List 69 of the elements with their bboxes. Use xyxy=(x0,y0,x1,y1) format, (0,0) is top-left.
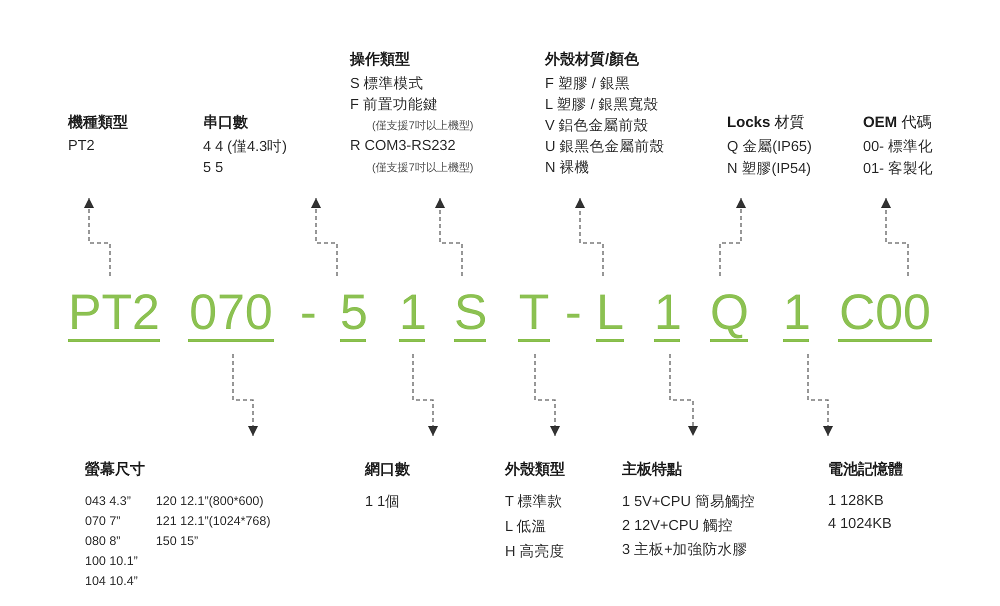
separator-dash: - xyxy=(300,283,317,342)
option-text: V 鋁色金屬前殼 xyxy=(545,117,649,135)
code-segment: L xyxy=(596,282,624,342)
group-heading: 電池記憶體 xyxy=(828,460,903,480)
option-text: L 低溫 xyxy=(505,518,547,536)
option-text: F 塑膠 / 銀黑 xyxy=(545,74,630,93)
group-heading: 外殼材質/顏色 xyxy=(545,50,640,70)
group-heading: 螢幕尺寸 xyxy=(85,460,145,480)
note-text: (僅支援7吋以上機型) xyxy=(371,161,474,175)
option-text: 4 1024KB xyxy=(828,516,892,532)
option-text: 3 主板+加強防水膠 xyxy=(622,540,748,559)
dashed-arrow xyxy=(807,354,833,436)
option-text: 5 5 xyxy=(203,160,224,176)
dashed-arrow xyxy=(719,198,746,276)
option-text: H 高亮度 xyxy=(505,542,564,561)
option-text: 043 4.3” xyxy=(85,494,131,508)
group-heading: OEM 代碼 xyxy=(863,113,932,133)
group-heading: 網口數 xyxy=(365,460,410,480)
option-text: PT2 xyxy=(68,138,95,154)
group-heading: Locks 材質 xyxy=(727,113,805,133)
option-text: 1 1個 xyxy=(365,493,400,511)
dashed-arrow xyxy=(84,198,111,276)
dashed-arrow xyxy=(575,198,604,276)
option-text: U 銀黑色金屬前殼 xyxy=(545,138,664,156)
option-text: L 塑膠 / 銀黑寬殼 xyxy=(545,96,659,114)
group-heading: 外殼類型 xyxy=(505,460,565,480)
dashed-arrow xyxy=(232,354,258,436)
group-heading: 主板特點 xyxy=(622,460,682,480)
option-text: N 塑膠(IP54) xyxy=(727,160,811,178)
code-segment: S xyxy=(454,282,486,342)
dashed-arrow xyxy=(412,354,438,436)
option-text: 1 128KB xyxy=(828,493,884,509)
option-text: 150 15” xyxy=(156,534,198,548)
code-segment: C00 xyxy=(838,282,932,342)
code-segment: 5 xyxy=(340,282,366,342)
option-text: 120 12.1”(800*600) xyxy=(156,494,264,508)
option-text: 01- 客製化 xyxy=(863,160,933,178)
option-text: F 前置功能鍵 xyxy=(350,96,438,114)
option-text: 080 8” xyxy=(85,534,120,548)
option-text: 121 12.1”(1024*768) xyxy=(156,514,271,528)
separator-dash: - xyxy=(565,283,582,342)
option-text: N 裸機 xyxy=(545,159,590,177)
group-heading: 操作類型 xyxy=(350,50,410,70)
dashed-arrow xyxy=(881,198,909,276)
code-segment: 1 xyxy=(783,282,809,342)
dashed-arrow xyxy=(534,354,560,436)
code-segment: 1 xyxy=(654,282,680,342)
dashed-arrow xyxy=(311,198,338,276)
dashed-arrow xyxy=(669,354,698,436)
option-text: 100 10.1” xyxy=(85,554,138,568)
option-text: 4 4 (僅4.3吋) xyxy=(203,138,287,156)
option-text: S 標準模式 xyxy=(350,75,424,93)
note-text: (僅支援7吋以上機型) xyxy=(371,119,474,133)
option-text: 1 5V+CPU 簡易觸控 xyxy=(622,493,755,511)
code-segment: T xyxy=(518,282,550,342)
option-text: 104 10.4” xyxy=(85,574,138,588)
option-text: Q 金屬(IP65) xyxy=(727,138,812,156)
code-segment: 070 xyxy=(188,282,274,342)
dashed-arrow xyxy=(435,198,463,276)
option-text: T 標準款 xyxy=(505,493,563,511)
code-segment: PT2 xyxy=(68,282,160,342)
code-segment: Q xyxy=(710,282,748,342)
option-text: 2 12V+CPU 觸控 xyxy=(622,517,734,535)
group-heading: 機種類型 xyxy=(68,113,128,133)
code-segment: 1 xyxy=(399,282,425,342)
group-heading: 串口數 xyxy=(203,113,248,133)
option-text: 00- 標準化 xyxy=(863,138,933,156)
option-text: 070 7” xyxy=(85,514,120,528)
option-text: R COM3-RS232 xyxy=(350,138,456,154)
